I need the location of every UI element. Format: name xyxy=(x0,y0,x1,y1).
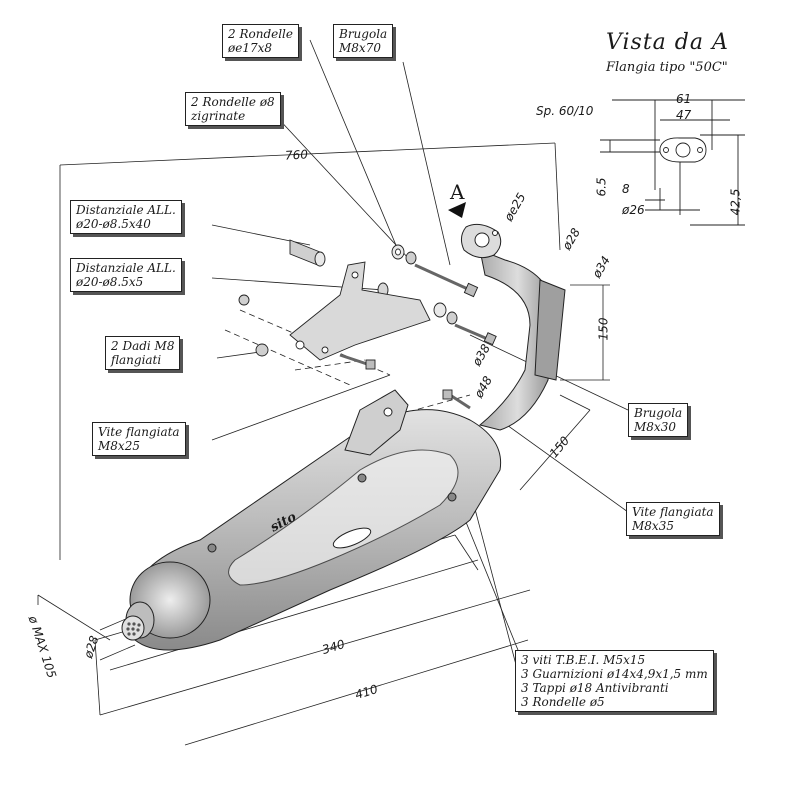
label-line: Distanziale ALL. xyxy=(76,203,176,217)
label-distanziale-5: Distanziale ALL. ø20-ø8.5x5 xyxy=(70,258,182,292)
view-arrow-letter: A xyxy=(450,180,465,204)
flange-detail xyxy=(600,99,745,226)
view-title: Vista da A xyxy=(606,30,729,55)
label-line: flangiati xyxy=(111,353,162,367)
label-line: M8x35 xyxy=(632,519,674,533)
label-line: Brugola xyxy=(634,406,683,420)
view-subtitle: Flangia tipo "50C" xyxy=(606,60,728,75)
label-line: Vite flangiata xyxy=(98,425,180,439)
label-vite-35: Vite flangiata M8x35 xyxy=(626,502,720,536)
label-dadi: 2 Dadi M8 flangiati xyxy=(105,336,181,370)
label-line: 2 Dadi M8 xyxy=(111,339,175,353)
flange-6-5: 6.5 xyxy=(594,177,609,197)
label-line: 3 viti T.B.E.I. M5x15 xyxy=(521,653,646,667)
label-line: 2 Rondelle ø8 xyxy=(191,95,275,109)
label-rondelle-17: 2 Rondelle øe17x8 xyxy=(222,24,299,58)
label-line: M8x70 xyxy=(339,41,381,55)
view-arrow-icon xyxy=(448,202,466,218)
label-vite-25: Vite flangiata M8x25 xyxy=(92,422,186,456)
label-brugola-30: Brugola M8x30 xyxy=(628,403,689,437)
flange-26: ø26 xyxy=(622,203,645,217)
label-line: 3 Tappi ø18 Antivibranti xyxy=(521,681,669,695)
dim-760: 760 xyxy=(284,147,309,163)
muffler xyxy=(121,389,502,651)
flange-61: 61 xyxy=(676,92,692,106)
label-rondelle-8: 2 Rondelle ø8 zigrinate xyxy=(185,92,281,126)
label-line: 3 Guarnizioni ø14x4,9x1,5 mm xyxy=(521,667,708,681)
flange-47: 47 xyxy=(676,108,692,122)
label-line: Distanziale ALL. xyxy=(76,261,176,275)
label-line: ø20-ø8.5x5 xyxy=(76,275,144,289)
label-line: Brugola xyxy=(339,27,388,41)
label-line: M8x25 xyxy=(98,439,140,453)
label-line: M8x30 xyxy=(634,420,676,434)
outlet-holes xyxy=(126,622,141,636)
label-distanziale-40: Distanziale ALL. ø20-ø8.5x40 xyxy=(70,200,182,234)
label-line: øe17x8 xyxy=(228,41,272,55)
label-line: ø20-ø8.5x40 xyxy=(76,217,151,231)
flange-8: 8 xyxy=(622,182,630,196)
label-kit: 3 viti T.B.E.I. M5x15 3 Guarnizioni ø14x… xyxy=(515,650,714,712)
exhaust-pipe xyxy=(460,223,566,431)
hardware-parts xyxy=(238,239,497,410)
label-line: 3 Rondelle ø5 xyxy=(521,695,605,709)
label-line: Vite flangiata xyxy=(632,505,714,519)
label-line: zigrinate xyxy=(191,109,246,123)
label-line: 2 Rondelle xyxy=(228,27,293,41)
label-brugola-70: Brugola M8x70 xyxy=(333,24,394,58)
dim-150-vertical: 150 xyxy=(596,317,611,341)
flange-sp: Sp. 60/10 xyxy=(536,104,594,118)
flange-42-5: 42,5 xyxy=(728,188,743,216)
